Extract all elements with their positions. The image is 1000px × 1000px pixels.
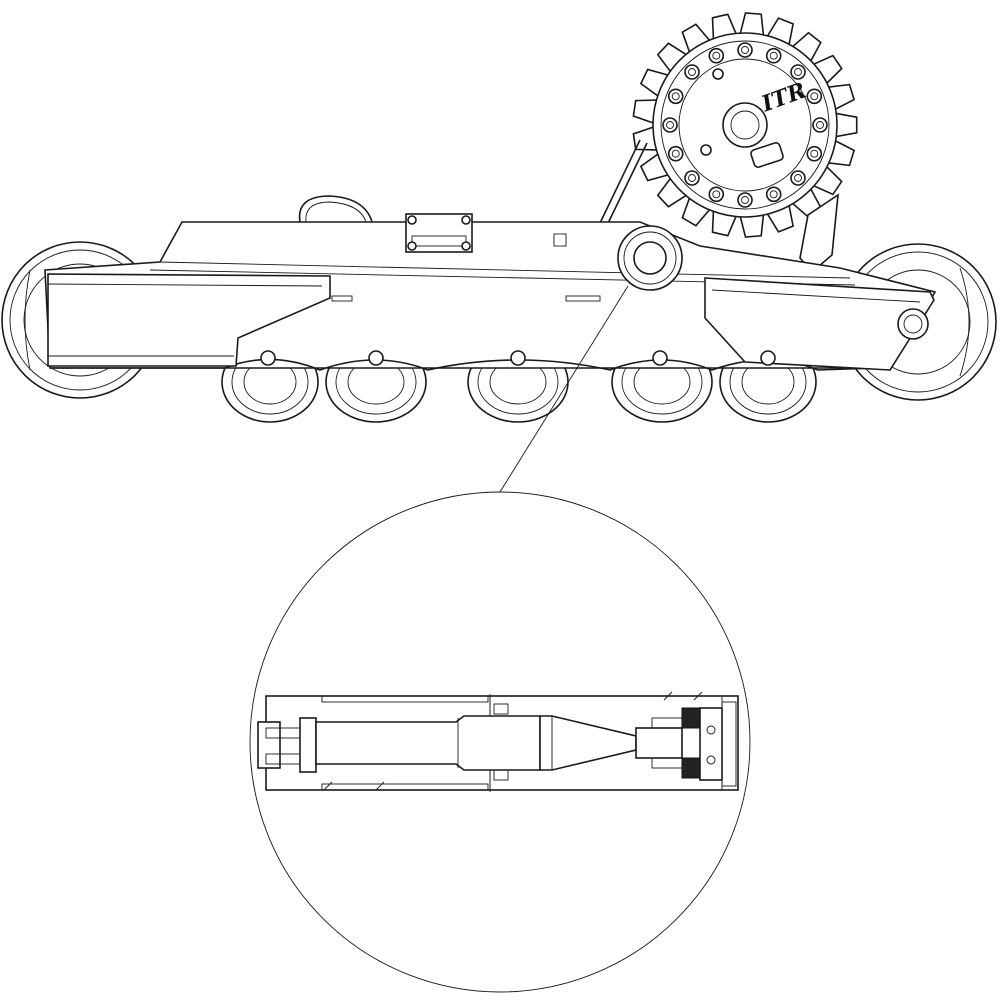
- sprocket-bolt-head: [688, 174, 696, 182]
- sprocket-bolt: [667, 145, 684, 162]
- sprocket-bolt: [765, 47, 782, 64]
- sprocket-bolt: [667, 88, 684, 105]
- sprocket-bolt: [684, 170, 700, 186]
- sprocket-bolt: [662, 117, 678, 133]
- sprocket-bolt-head: [712, 51, 721, 60]
- sprocket-bolt: [737, 42, 753, 58]
- sprocket-bolt: [737, 192, 753, 208]
- sprocket-bolt-head: [666, 121, 674, 129]
- sprocket-bolt: [684, 64, 700, 80]
- sprocket-bolt: [790, 64, 806, 80]
- sprocket-bolt: [790, 170, 806, 186]
- sprocket-bolt-head: [794, 68, 802, 76]
- sprocket-bolt-head: [816, 121, 824, 129]
- sprocket-bolt-head: [741, 196, 749, 204]
- sprocket-bolt-head: [671, 92, 680, 101]
- sprocket-bolt: [765, 186, 782, 203]
- sprocket-bolt: [708, 47, 725, 64]
- leader-line: [499, 285, 629, 493]
- sprocket-bolt-head: [794, 174, 802, 182]
- sprocket-bolt-head: [741, 46, 749, 54]
- drive-sprocket: ITR: [632, 12, 858, 238]
- sprocket-bolt-head: [769, 51, 778, 60]
- sprocket-bolt: [812, 117, 828, 133]
- track-frame: [44, 195, 937, 371]
- sprocket-bolt: [806, 88, 823, 105]
- sprocket-bolt-head: [769, 190, 778, 199]
- sprocket-bolt-head: [712, 190, 721, 199]
- tensioner-cylinder-section: [249, 491, 751, 993]
- sprocket-bolt-head: [688, 68, 696, 76]
- sprocket-bolt: [708, 186, 725, 203]
- pivot-hub: [617, 225, 683, 291]
- sprocket-bolt-head: [810, 92, 819, 101]
- sprocket-bolt: [806, 145, 823, 162]
- sprocket-bolt-head: [810, 149, 819, 158]
- sprocket-bolt-head: [671, 149, 680, 158]
